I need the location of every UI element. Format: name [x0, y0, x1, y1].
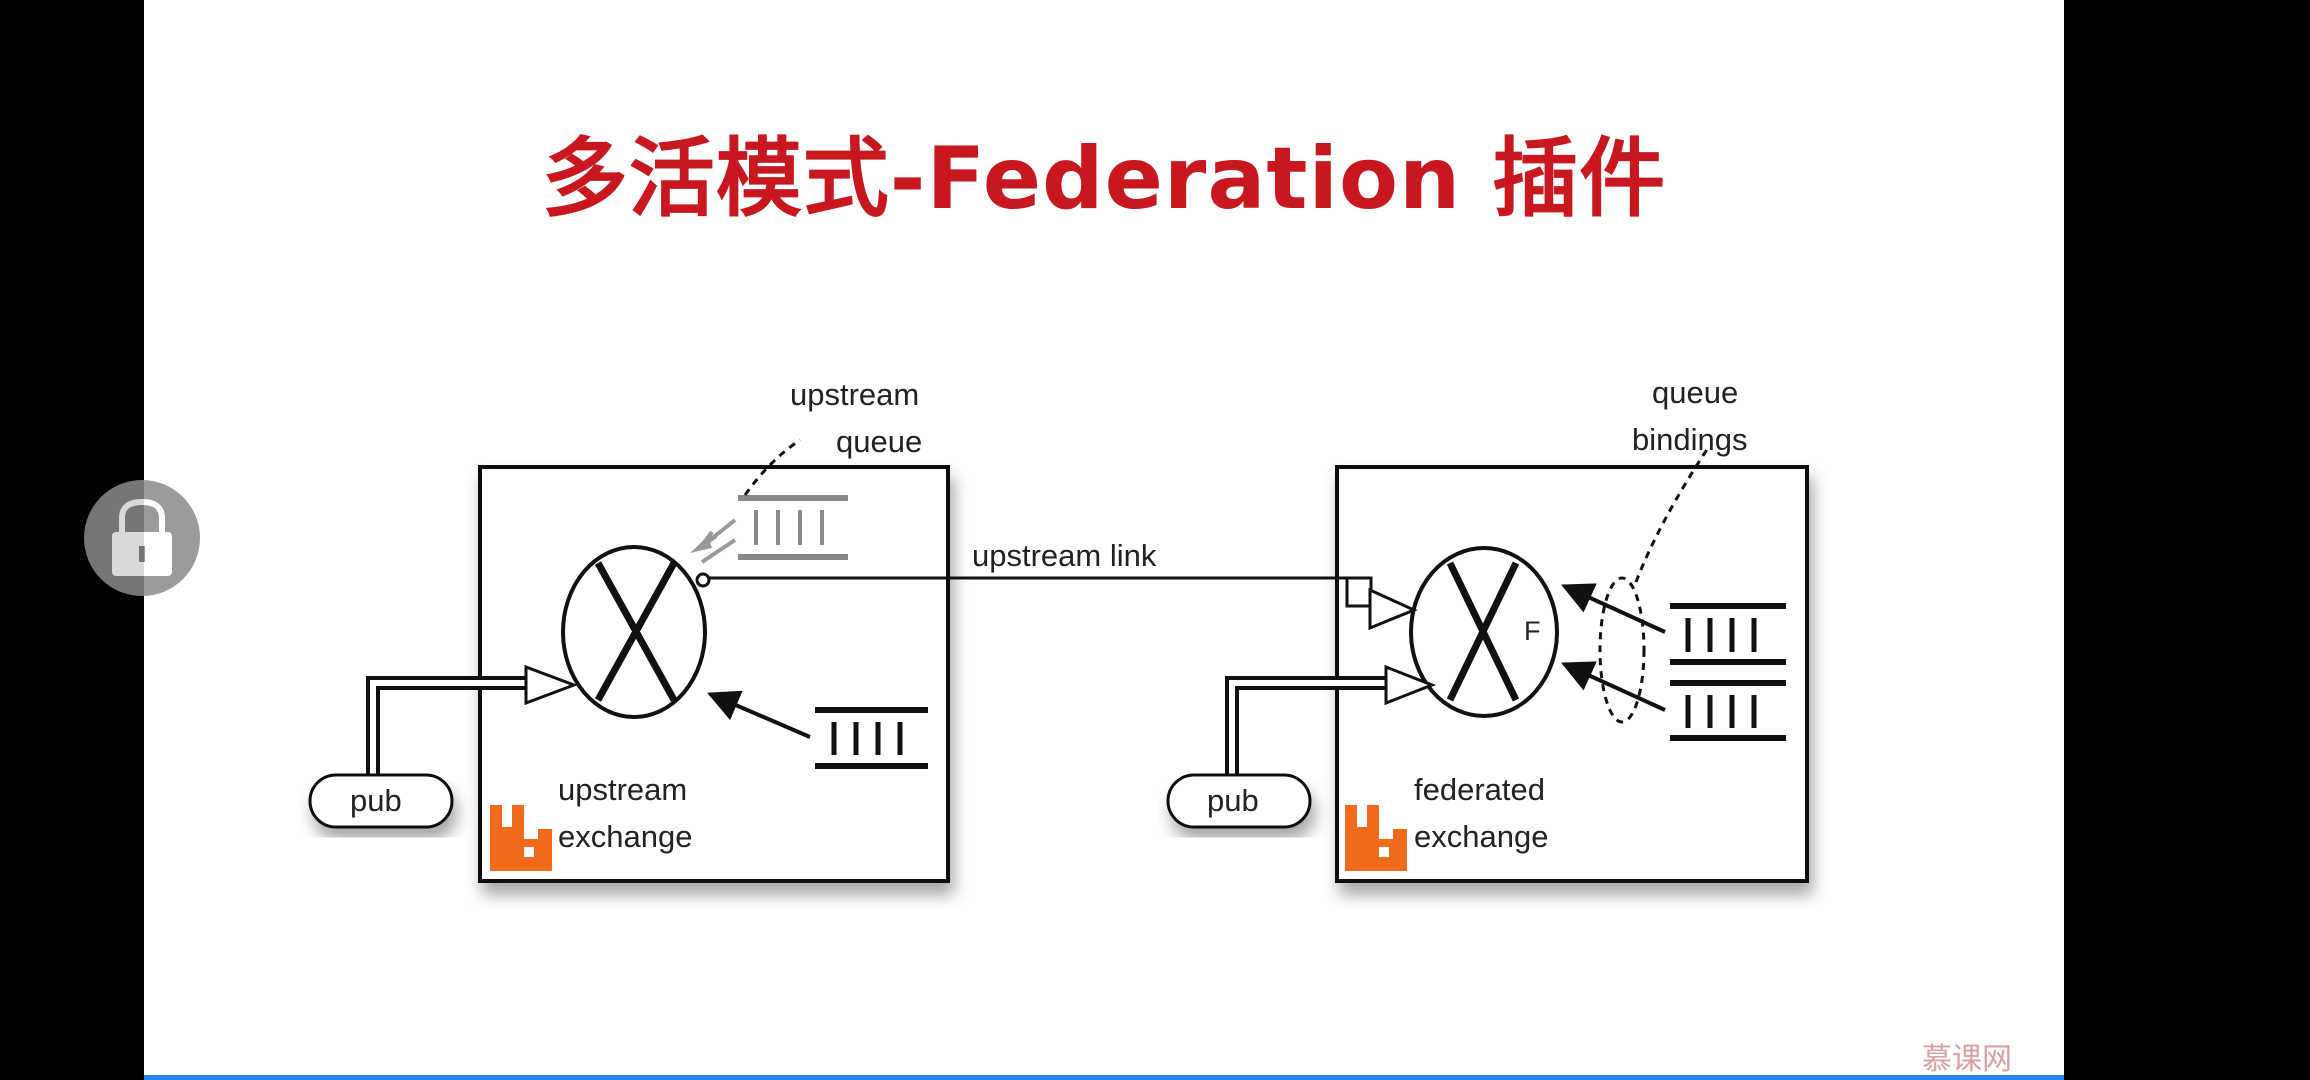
upstream-broker-box [478, 465, 950, 883]
binding-arrow-top [1561, 583, 1666, 634]
upstream-link-label: upstream link [972, 538, 1157, 573]
screen-lock-button[interactable] [84, 480, 200, 596]
queue-bindings-label-line1: queue [1652, 375, 1738, 410]
upstream-exchange-icon [561, 545, 711, 719]
left-pub-arrow-inner [370, 680, 528, 790]
downstream-broker-box [1335, 465, 1809, 883]
federated-exchange-label-line2: exchange [1414, 819, 1548, 854]
link-endpoint-icon [1345, 576, 1373, 608]
left-pub-arrowhead [524, 664, 579, 706]
bindings-callout-line [1634, 444, 1712, 583]
local-queue-icon [815, 707, 928, 769]
upstream-rabbitmq-logo-icon [490, 805, 552, 871]
right-pub-node [1166, 773, 1312, 829]
federated-rabbitmq-logo-icon [1345, 805, 1407, 871]
upstream-queue-label-line2: queue [836, 424, 922, 459]
slide-title: 多活模式-Federation 插件 [541, 129, 1667, 229]
upstream-queue-callout-line [743, 438, 801, 496]
queue-bindings-label-line2: bindings [1632, 422, 1747, 457]
upstream-exchange-label-line2: exchange [558, 819, 692, 854]
lock-icon [112, 498, 172, 576]
bindings-dashed-ellipse [1598, 576, 1646, 724]
video-progress-bar[interactable] [144, 1075, 2064, 1080]
link-arrowhead [1368, 587, 1418, 631]
right-pub-arrow-inner [1229, 680, 1388, 790]
watermark-label: 慕课网 [1922, 1042, 2012, 1077]
binding-arrow-bottom [1561, 661, 1666, 712]
upstream-exchange-label-line1: upstream [558, 772, 687, 807]
local-queue-binding-arrow [707, 690, 811, 739]
left-pub-label: pub [350, 783, 402, 818]
right-pub-label: pub [1207, 783, 1259, 818]
upstream-queue-arrow-icon [690, 518, 737, 564]
federation-marker: F [1524, 616, 1541, 646]
right-pub-arrowhead [1384, 664, 1437, 706]
federated-exchange-label-line1: federated [1414, 772, 1545, 807]
bound-queue-bottom-icon [1670, 680, 1786, 741]
upstream-queue-icon [738, 495, 848, 560]
upstream-queue-label-line1: upstream [790, 377, 919, 412]
federated-exchange-icon [1409, 546, 1559, 718]
bound-queue-top-icon [1670, 603, 1786, 665]
left-pub-node [308, 773, 454, 829]
